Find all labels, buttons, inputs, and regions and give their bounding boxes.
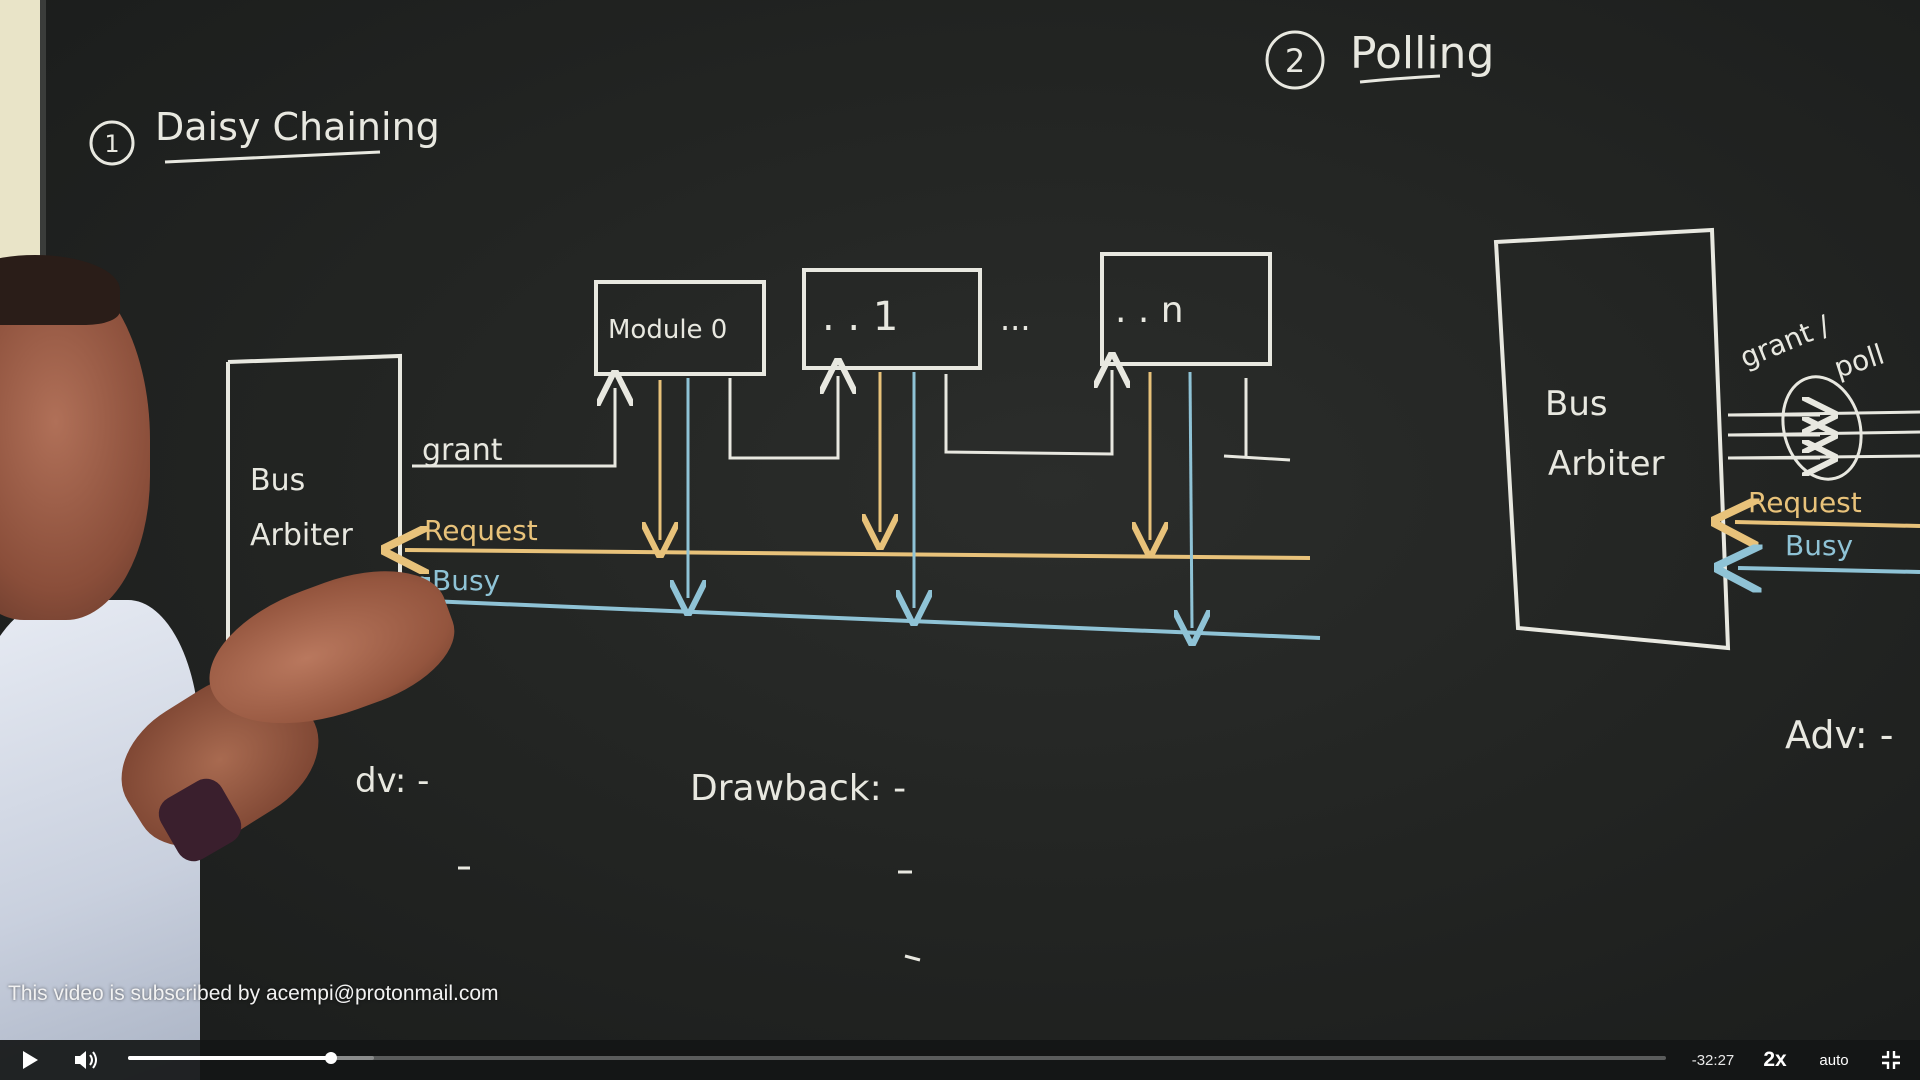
drawback-label: Drawback: - bbox=[690, 768, 906, 809]
grant-poll-label: grant / bbox=[1735, 309, 1835, 375]
module-0-box: Module 0 bbox=[594, 280, 766, 376]
svg-text:Busy: Busy bbox=[432, 564, 500, 597]
grant-chain bbox=[412, 370, 1291, 468]
polling-heading: 2 Polling bbox=[1265, 28, 1494, 90]
playback-speed-button[interactable]: 2x bbox=[1763, 1048, 1787, 1071]
svg-text:. . n: . . n bbox=[1115, 290, 1184, 331]
svg-text:1: 1 bbox=[104, 130, 119, 158]
svg-text:Arbiter: Arbiter bbox=[1548, 444, 1665, 484]
svg-text:Polling: Polling bbox=[1350, 28, 1494, 79]
presenter-hair bbox=[0, 255, 120, 325]
module-1-box: . . 1 bbox=[802, 268, 982, 370]
module-n-box: . . n bbox=[1100, 252, 1272, 366]
polling-busy-line: Busy bbox=[1738, 529, 1920, 572]
svg-text:Bus: Bus bbox=[1545, 384, 1608, 424]
time-remaining: -32:27 bbox=[1691, 1051, 1735, 1069]
svg-text:2: 2 bbox=[1285, 42, 1305, 80]
polling-grant-lines bbox=[1727, 375, 1920, 481]
svg-text:Request: Request bbox=[1748, 486, 1862, 519]
svg-text:Request: Request bbox=[424, 514, 538, 547]
volume-button[interactable] bbox=[70, 1040, 104, 1080]
svg-text:Busy: Busy bbox=[1785, 529, 1853, 562]
request-line: Request bbox=[405, 372, 1311, 558]
svg-text:Module 0: Module 0 bbox=[608, 315, 727, 345]
quality-button[interactable]: auto bbox=[1819, 1051, 1849, 1069]
seek-bar-played bbox=[128, 1056, 332, 1060]
daisy-chaining-heading: 1 Daisy Chaining bbox=[89, 105, 440, 166]
svg-text:Daisy Chaining: Daisy Chaining bbox=[155, 105, 440, 149]
volume-icon bbox=[75, 1051, 97, 1069]
player-controls bbox=[0, 1040, 1920, 1080]
exit-fullscreen-button[interactable] bbox=[1876, 1040, 1906, 1080]
exit-fullscreen-icon bbox=[1882, 1051, 1900, 1069]
play-button[interactable] bbox=[14, 1040, 46, 1080]
subscription-watermark: This video is subscribed by acempi@proto… bbox=[8, 982, 499, 1005]
play-icon bbox=[23, 1051, 38, 1069]
busy-line: Busy bbox=[405, 371, 1321, 638]
poll-label: poll bbox=[1830, 338, 1888, 385]
blackboard-drawing: 1 Daisy Chaining 2 Polling Bus Arbiter M… bbox=[89, 28, 1920, 962]
svg-text:Bus: Bus bbox=[250, 463, 305, 498]
seek-bar[interactable] bbox=[128, 1052, 1666, 1064]
polling-request-line: Request bbox=[1735, 486, 1920, 526]
svg-text:Arbiter: Arbiter bbox=[250, 518, 353, 553]
modules-ellipsis: ... bbox=[1000, 300, 1031, 338]
right-bus-arbiter: Bus Arbiter bbox=[1493, 227, 1731, 651]
seek-bar-handle[interactable] bbox=[325, 1052, 338, 1064]
svg-text:. . 1: . . 1 bbox=[822, 294, 898, 340]
drawback-bullets bbox=[898, 870, 921, 962]
advantages-label-right: Adv: - bbox=[1785, 713, 1893, 757]
left-bus-arbiter: Bus Arbiter bbox=[226, 353, 402, 650]
blackboard-frame bbox=[0, 0, 42, 270]
advantages-label-left: dv: - bbox=[355, 761, 429, 801]
grant-label: grant bbox=[422, 433, 503, 468]
